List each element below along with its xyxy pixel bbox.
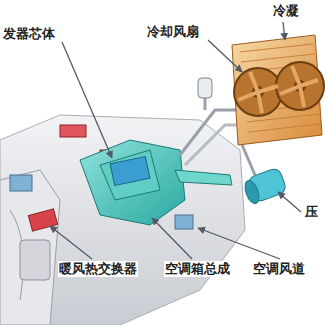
part-label: 冷凝 bbox=[272, 3, 300, 19]
part-label: 发器芯体 bbox=[2, 26, 56, 42]
part-label: 空调风道 bbox=[252, 261, 306, 277]
part-label: 压 bbox=[304, 204, 319, 220]
part-label: 冷却风扇 bbox=[146, 24, 200, 40]
part-label: 暖风热交换器 bbox=[58, 261, 138, 277]
part-label: 空调箱总成 bbox=[164, 261, 231, 277]
